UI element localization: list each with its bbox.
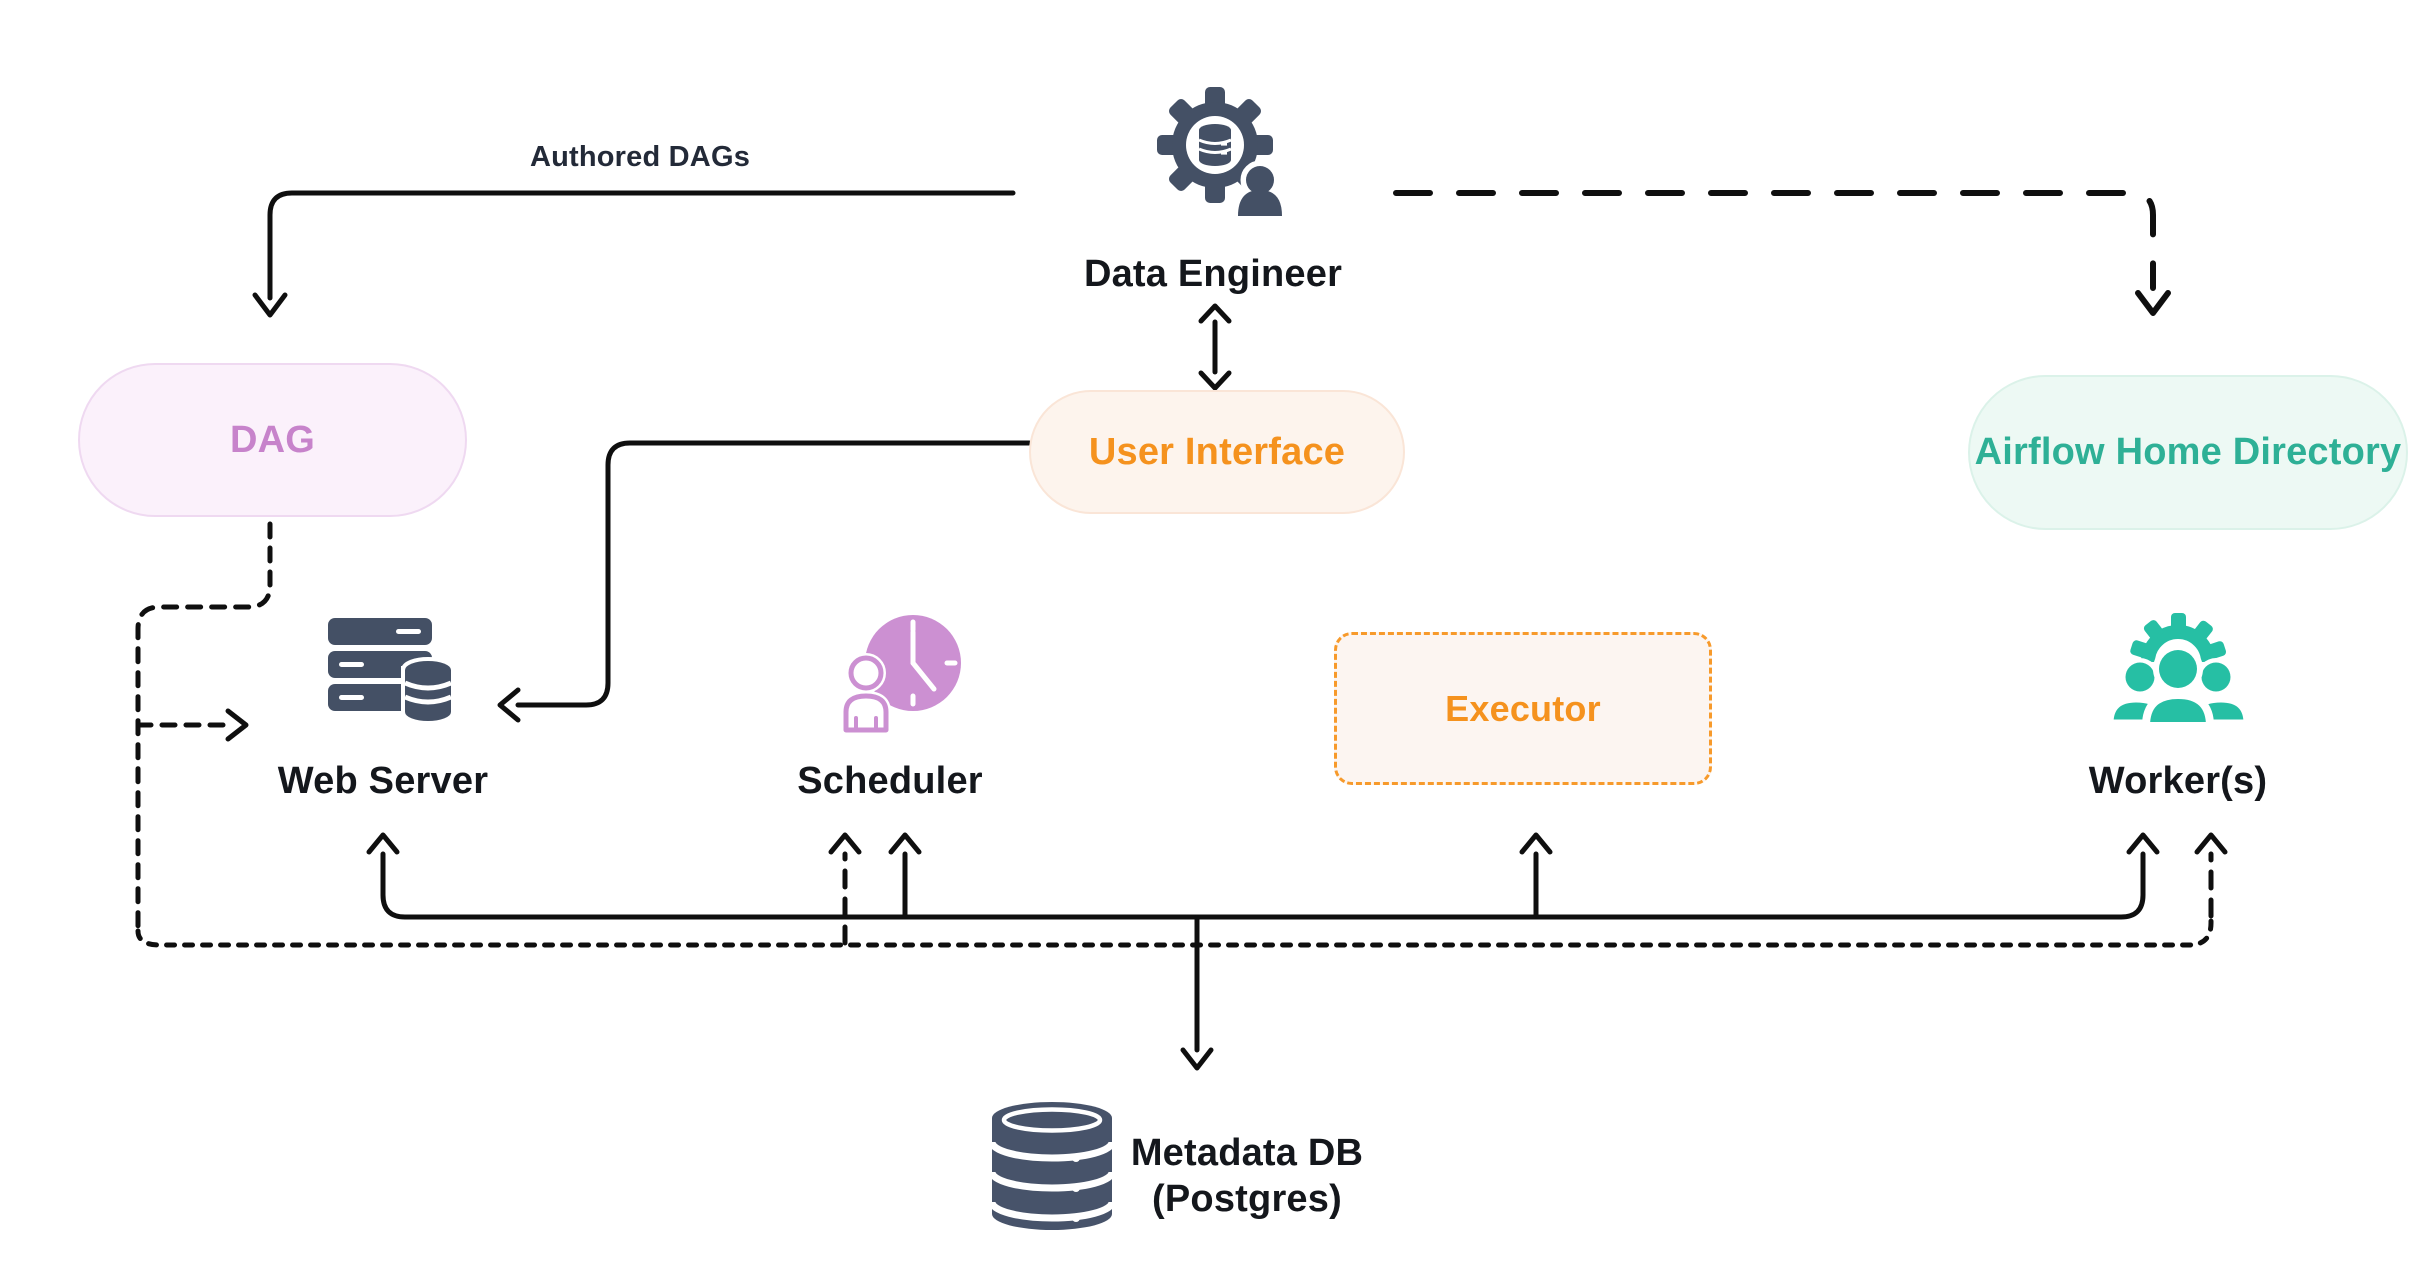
node-workers-label: Worker(s) <box>2088 760 2268 802</box>
node-dag-label: DAG <box>229 418 316 461</box>
edge-dotted-webserver-arrowhead <box>225 708 249 742</box>
node-executor: Executor <box>1334 632 1712 785</box>
engineer-gear-database-person-icon <box>1157 87 1286 220</box>
edge-dotted-bus <box>135 913 2214 948</box>
edge-dotted-workers-arrowhead <box>2194 832 2228 855</box>
node-metadata-db-label-line1: Metadata DB <box>1130 1132 1364 1174</box>
node-airflow-home-directory: Airflow Home Directory <box>1968 375 2408 530</box>
edge-ui-webserver-arrowhead <box>497 687 521 723</box>
edge-engineer-ui-arrowhead-down <box>1198 370 1232 391</box>
edge-engineer-ui-arrowhead-up <box>1198 303 1232 324</box>
edge-bus-metadata-arrowhead <box>1180 1047 1214 1071</box>
edge-engineer-home-arrowhead <box>2135 290 2171 316</box>
node-executor-label: Executor <box>1445 687 1601 729</box>
edge-bus-webserver-arrowhead <box>366 832 400 855</box>
clock-person-icon <box>841 615 961 735</box>
team-gear-icon <box>2106 613 2251 730</box>
database-cylinder-icon <box>988 1102 1116 1230</box>
edge-bus-workers-arrowhead <box>2126 832 2160 855</box>
server-stack-database-icon <box>328 618 455 725</box>
node-scheduler-label: Scheduler <box>797 760 983 802</box>
edge-bus-scheduler-arrowhead <box>888 832 922 855</box>
edge-label-authored-dags: Authored DAGs <box>529 141 751 173</box>
node-data-engineer-label: Data Engineer <box>1083 253 1343 295</box>
node-metadata-db-label-line2: (Postgres) <box>1152 1177 1342 1220</box>
edge-dag-dotted <box>135 521 273 934</box>
node-user-interface-label: User Interface <box>1088 430 1346 473</box>
edge-authored-dags-arrowhead <box>252 292 288 318</box>
node-metadata-db-label: Metadata DB (Postgres) <box>1047 1131 1447 1222</box>
edge-authored-dags <box>267 190 1016 301</box>
edge-engineer-home <box>1393 190 2156 291</box>
node-web-server-label: Web Server <box>277 760 489 802</box>
node-user-interface: User Interface <box>1029 390 1405 514</box>
edge-bus-executor-arrowhead <box>1519 832 1553 855</box>
node-dag: DAG <box>78 363 467 517</box>
edge-dotted-scheduler-arrowhead <box>828 832 862 855</box>
edge-bus-solid <box>380 851 2146 920</box>
node-airflow-home-directory-label: Airflow Home Directory <box>1974 431 2402 473</box>
